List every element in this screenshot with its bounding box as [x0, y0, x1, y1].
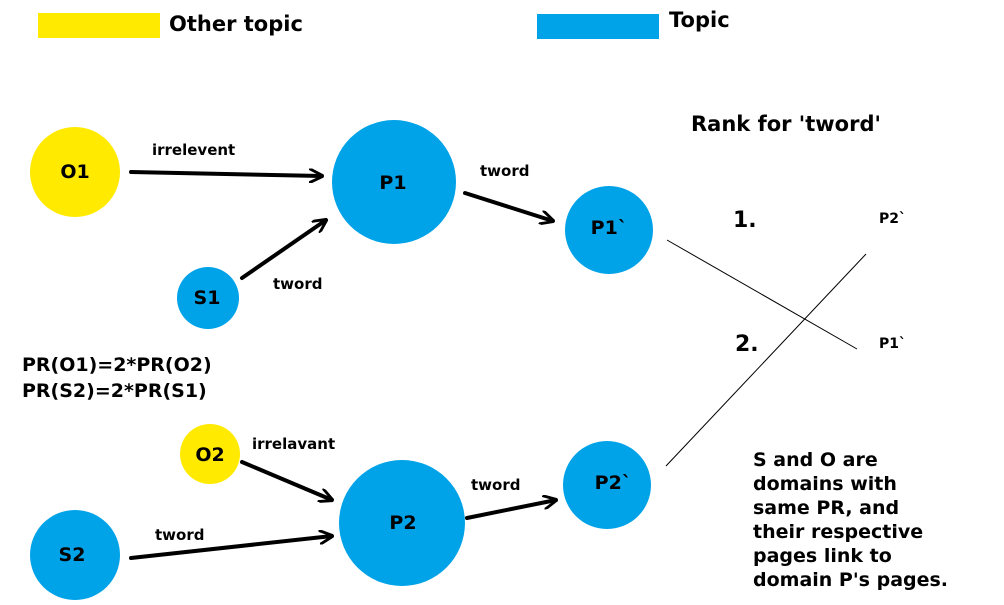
node-o1	[30, 127, 120, 217]
edge-label-s1-p1: tword	[273, 275, 322, 293]
rank-item-1: P2`	[879, 211, 906, 227]
legend-swatch-other-topic	[38, 13, 160, 38]
legend-label-other-topic: Other topic	[169, 12, 303, 36]
edge-label-o2-p2: irrelavant	[252, 435, 335, 453]
edge-p1-p1prime	[463, 191, 553, 221]
edge-p2-p2prime	[465, 500, 556, 520]
legend-label-topic: Topic	[669, 8, 730, 32]
rank-line-p1prime	[666, 239, 858, 350]
rank-title: Rank for 'tword'	[691, 112, 881, 136]
node-label-s1: S1	[194, 287, 221, 309]
node-p2-prime	[563, 441, 651, 529]
edge-label-s2-p2: tword	[155, 526, 204, 544]
note-line-6: domain P's pages.	[753, 569, 948, 591]
node-o2	[180, 424, 240, 484]
node-p1-prime	[565, 186, 653, 274]
node-label-o2: O2	[195, 444, 224, 466]
formula-line-2: PR(S2)=2*PR(S1)	[22, 380, 207, 402]
rank-line-p2prime	[665, 253, 867, 467]
node-label-s2: S2	[59, 544, 86, 566]
node-label-o1: O1	[60, 161, 89, 183]
node-label-p1: P1	[379, 172, 406, 194]
node-label-p2-prime: P2`	[595, 472, 632, 494]
edge-s2-p2	[129, 536, 332, 560]
edge-o2-p2	[240, 460, 332, 500]
note-line-1: S and O are	[753, 449, 878, 471]
edge-label-p2-p2prime: tword	[471, 476, 520, 494]
edge-label-p1-p1prime: tword	[480, 162, 529, 180]
rank-number-1: 1.	[733, 208, 757, 233]
edge-s1-p1	[240, 220, 326, 280]
node-label-p2: P2	[389, 512, 416, 534]
legend-swatch-topic	[537, 14, 659, 39]
edge-label-o1-p1: irrelevent	[152, 141, 235, 159]
note-line-2: domains with	[753, 473, 897, 495]
rank-item-2: P1`	[879, 336, 906, 352]
node-s2	[30, 510, 120, 600]
note-line-5: pages link to	[753, 545, 892, 567]
node-p1	[332, 120, 456, 244]
rank-number-2: 2.	[735, 332, 759, 357]
node-p2	[339, 460, 465, 586]
note-line-4: their respective	[753, 521, 923, 543]
node-s1	[177, 267, 239, 329]
formula-line-1: PR(O1)=2*PR(O2)	[22, 354, 212, 376]
edge-o1-p1	[129, 172, 324, 176]
note-line-3: same PR, and	[753, 497, 899, 519]
node-label-p1-prime: P1`	[591, 217, 628, 239]
